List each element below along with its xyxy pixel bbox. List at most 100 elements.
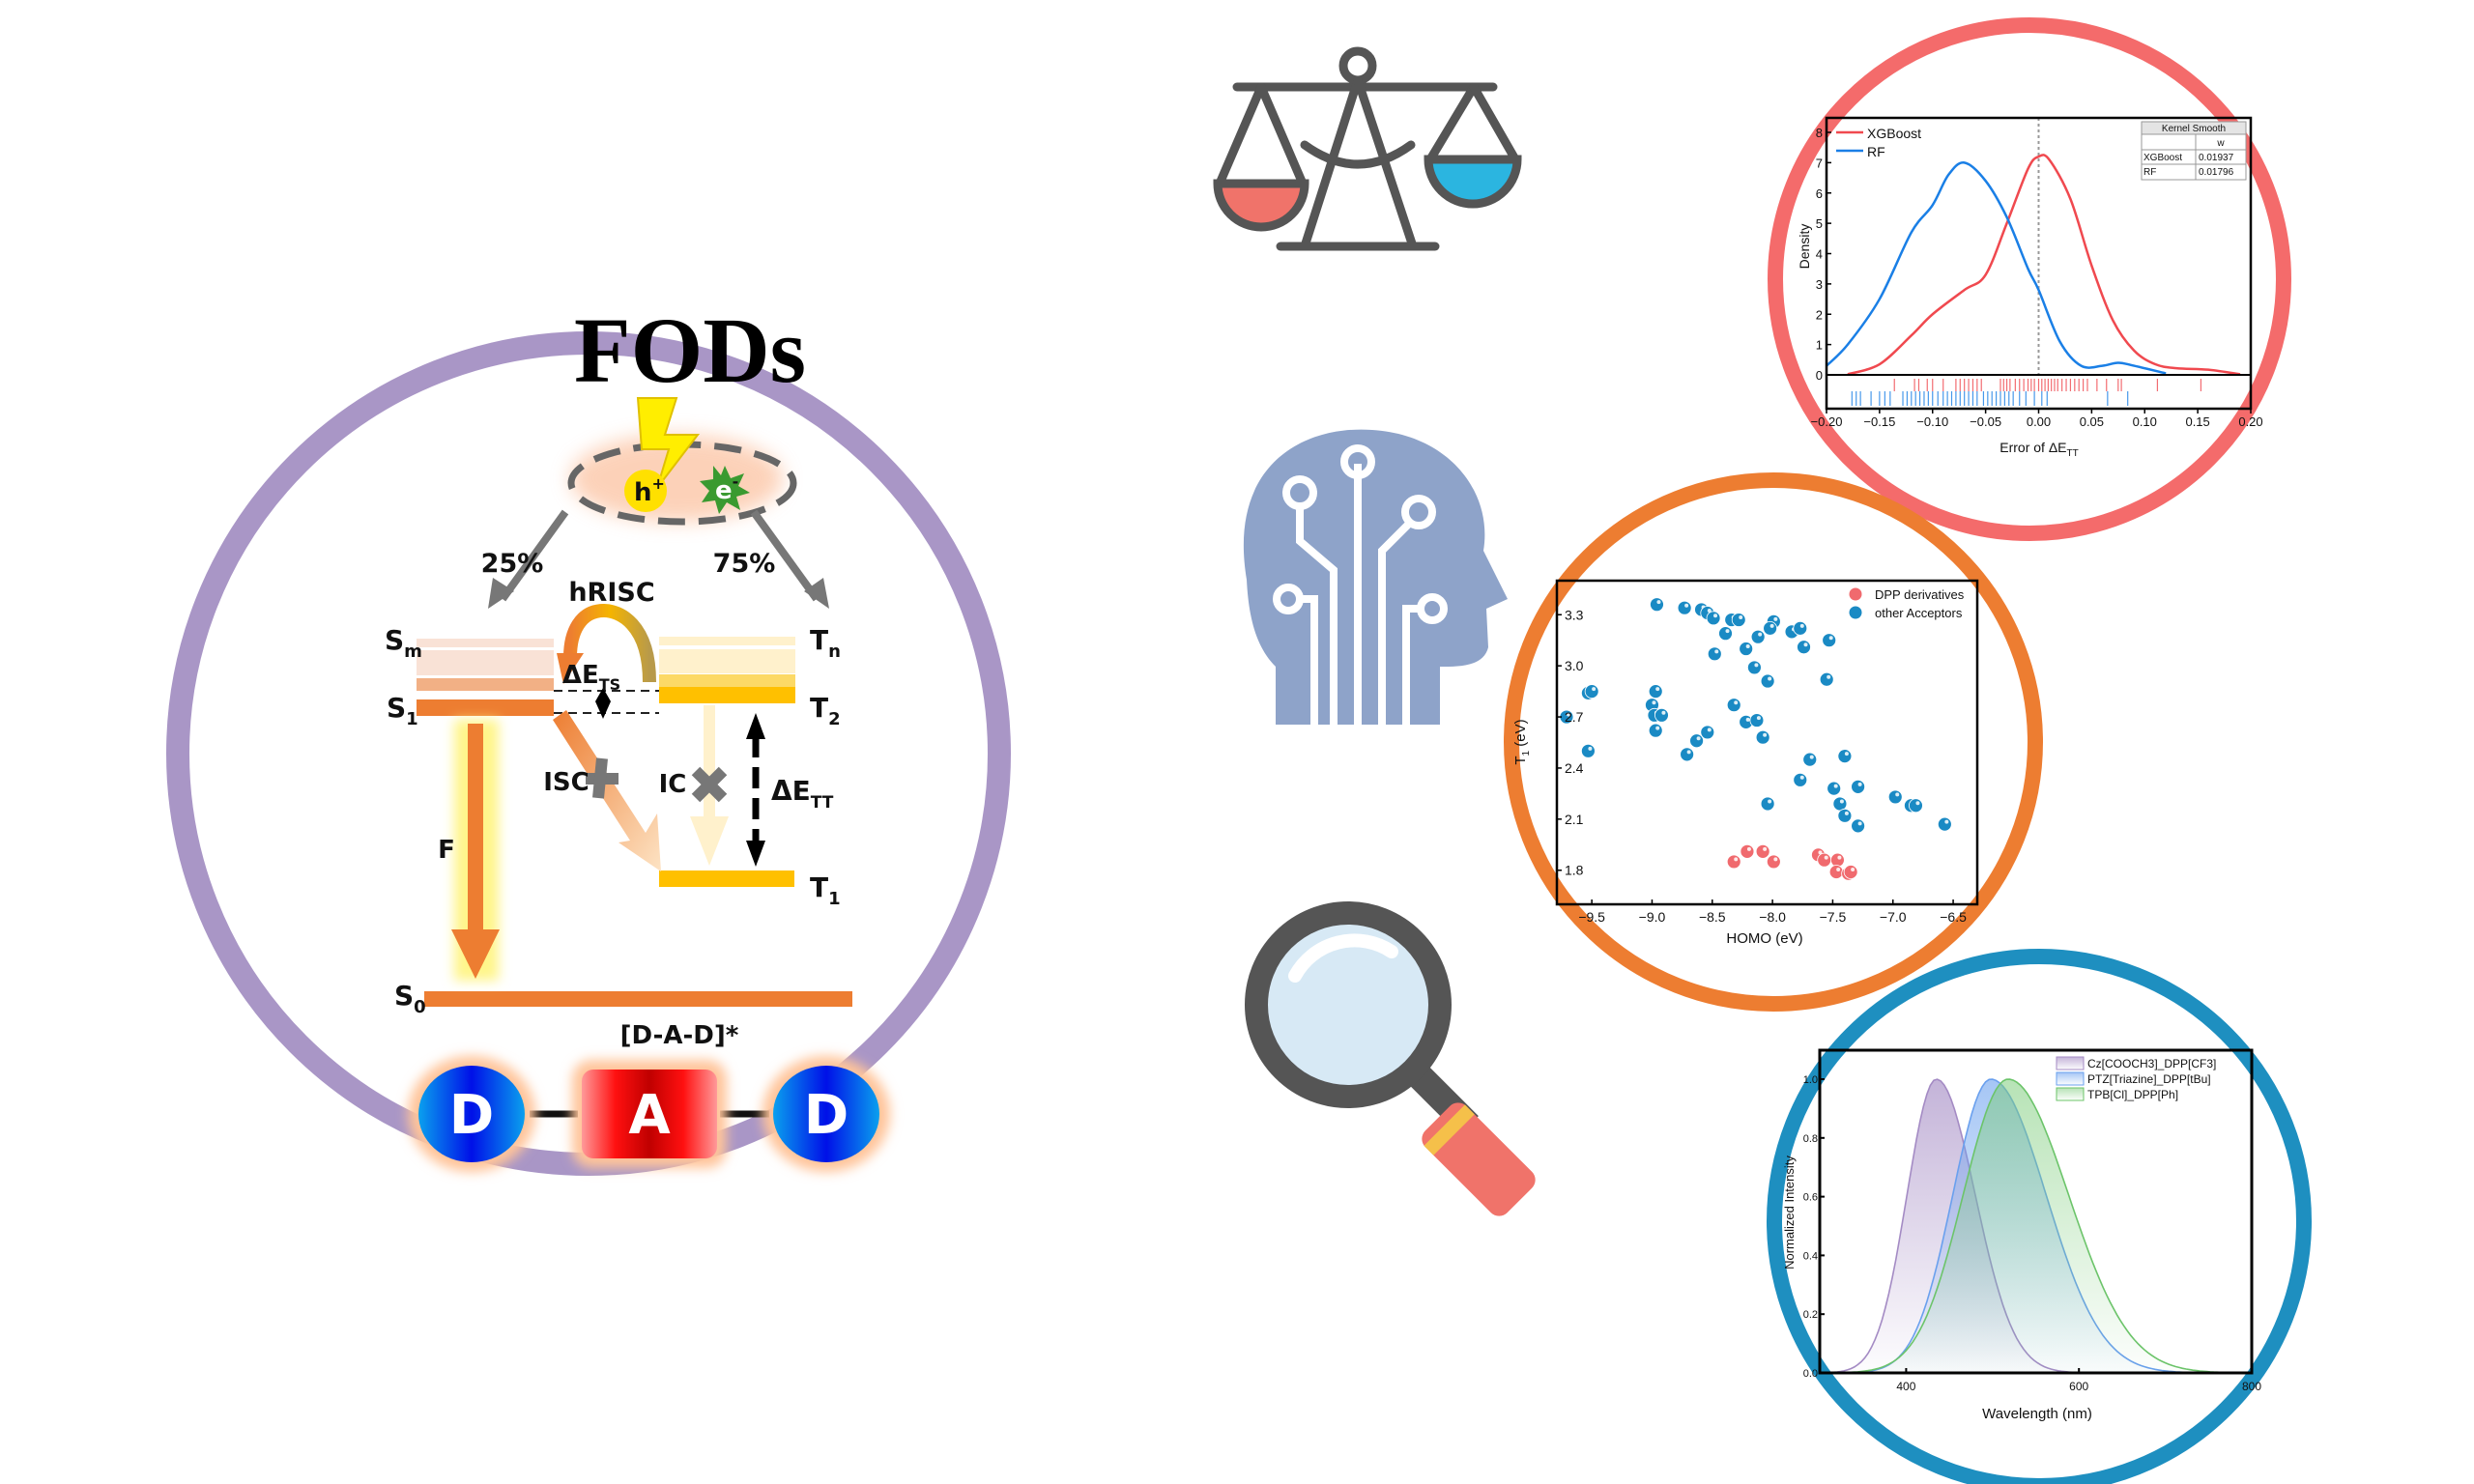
scatter-point-highlight <box>1895 792 1900 797</box>
y-tick-label: 0.0 <box>1803 1368 1818 1380</box>
scatter-point-highlight <box>1915 801 1920 806</box>
scatter-point-highlight <box>1756 716 1761 721</box>
y-axis-label-sub: 1 <box>1521 750 1532 756</box>
density-circle <box>1768 17 2291 541</box>
scatter-point-other-acceptor <box>1648 684 1663 699</box>
scatter-point-highlight <box>1696 736 1701 741</box>
scatter-point-other-acceptor <box>1654 707 1669 723</box>
scatter-point-dpp <box>1740 843 1755 859</box>
donor-right-label: D <box>804 1084 849 1147</box>
scatter-point-other-acceptor <box>1797 640 1811 655</box>
plot-frame <box>1818 1048 2254 1375</box>
scatter-point-highlight <box>1684 603 1689 608</box>
scatter-point-highlight <box>1828 636 1833 641</box>
scatter-point-highlight <box>1818 850 1823 855</box>
magnifier-icon <box>1245 901 1536 1216</box>
scatter-point-highlight <box>1566 712 1570 717</box>
electron-charge: - <box>733 472 739 491</box>
donor-right <box>773 1066 879 1162</box>
scatter-point-other-acceptor <box>1851 779 1866 794</box>
y-axis-label: Density <box>1797 224 1812 270</box>
fluorescence-label: F <box>438 836 455 865</box>
x-axis-label: HOMO (eV) <box>1726 930 1802 947</box>
x-tick-label: 0.10 <box>2133 414 2157 429</box>
y-tick-label: 3 <box>1816 277 1823 292</box>
scatter-point-highlight <box>1652 700 1656 705</box>
balance-scale-icon <box>1213 46 1522 251</box>
x-tick-label: −6.5 <box>1940 909 1967 925</box>
y-axis-label-main: T <box>1512 756 1529 764</box>
scatter-point-highlight <box>1746 846 1751 851</box>
y-tick-label: 0.6 <box>1803 1192 1818 1204</box>
scatter-point-highlight <box>1803 642 1808 647</box>
scatter-point-highlight <box>1851 868 1856 871</box>
scatter-point-dpp <box>1726 854 1741 870</box>
density-curve-xgboost <box>1847 154 2241 375</box>
scatter-point-other-acceptor <box>1763 620 1778 636</box>
level-s0-label: S0 <box>394 980 426 1017</box>
scatter-point-highlight <box>1745 717 1750 722</box>
level-t1-label: T1 <box>810 871 841 909</box>
x-tick-label: 800 <box>2242 1380 2261 1393</box>
scatter-point-highlight <box>1768 676 1772 681</box>
y-axis-label: Normalized Intensity <box>1782 1156 1797 1270</box>
scatter-point-highlight <box>1754 663 1759 668</box>
scatter-point-highlight <box>1707 609 1712 613</box>
scatter-point-highlight <box>1827 674 1831 679</box>
scatter-point-other-acceptor <box>1689 733 1704 749</box>
s0-level <box>424 991 852 1007</box>
scatter-point-highlight <box>1836 868 1841 871</box>
scatter-point-other-acceptor <box>1937 816 1952 832</box>
spectrum-line <box>1820 1078 2252 1373</box>
x-tick-label: −0.10 <box>1916 414 1948 429</box>
delta-tt-label: ΔETT <box>771 775 834 813</box>
scatter-point-highlight <box>1839 799 1844 804</box>
scatter-point-other-acceptor <box>1837 808 1853 823</box>
x-tick-label: −7.0 <box>1880 909 1907 925</box>
scatter-point-other-acceptor <box>1680 747 1695 762</box>
scatter-point-highlight <box>1799 775 1804 780</box>
scatter-point-highlight <box>1763 732 1768 737</box>
scatter-point-highlight <box>1833 784 1838 788</box>
scatter-point-highlight <box>1656 600 1661 605</box>
branch-arrows <box>488 509 829 609</box>
scatter-point-highlight <box>1725 629 1730 634</box>
scatter-point-highlight <box>1769 623 1774 628</box>
acceptor <box>582 1070 717 1158</box>
y-tick-label: 0 <box>1816 368 1823 383</box>
ai-head-icon <box>1243 429 1508 725</box>
scatter-point-other-acceptor <box>1837 749 1853 764</box>
s1-level <box>417 699 554 716</box>
scatter-point-highlight <box>1799 623 1804 628</box>
y-axis-label-unit: (eV) <box>1512 719 1529 751</box>
legend-marker <box>1849 606 1862 619</box>
x-axis-label: Error of ΔETT <box>1999 440 2078 459</box>
scatter-point-highlight <box>1809 755 1814 759</box>
scatter-point-highlight <box>1655 726 1660 730</box>
isc-arrow <box>553 710 661 871</box>
scatter-point-highlight <box>1844 811 1849 815</box>
scatter-point-dpp <box>1828 865 1844 879</box>
scatter-point-other-acceptor <box>1819 671 1834 687</box>
kernel-table-row-value: 0.01937 <box>2199 153 2234 163</box>
molecule-label: [D-A-D]* <box>620 1021 739 1050</box>
scatter-point-other-acceptor <box>1726 698 1741 713</box>
x-tick-label: −7.5 <box>1820 909 1847 925</box>
singlet-levels <box>417 639 852 1007</box>
scatter-point-highlight <box>1745 644 1750 649</box>
level-tn-label: Tn <box>810 624 841 662</box>
hole-charge: + <box>652 474 665 493</box>
scatter-point-highlight <box>1739 615 1743 620</box>
scatter-point-other-acceptor <box>1760 673 1775 689</box>
scatter-point-highlight <box>1824 855 1828 860</box>
scatter-point-other-acceptor <box>1832 796 1848 812</box>
x-tick-label: −0.15 <box>1863 414 1895 429</box>
lightning-icon <box>636 397 701 489</box>
kernel-table-row-name: XGBoost <box>2143 153 2182 163</box>
x-tick-label: −0.20 <box>1811 414 1843 429</box>
y-tick-label: 1 <box>1816 338 1823 353</box>
scatter-point-other-acceptor <box>1648 723 1663 738</box>
scatter-point-other-acceptor <box>1650 597 1664 613</box>
